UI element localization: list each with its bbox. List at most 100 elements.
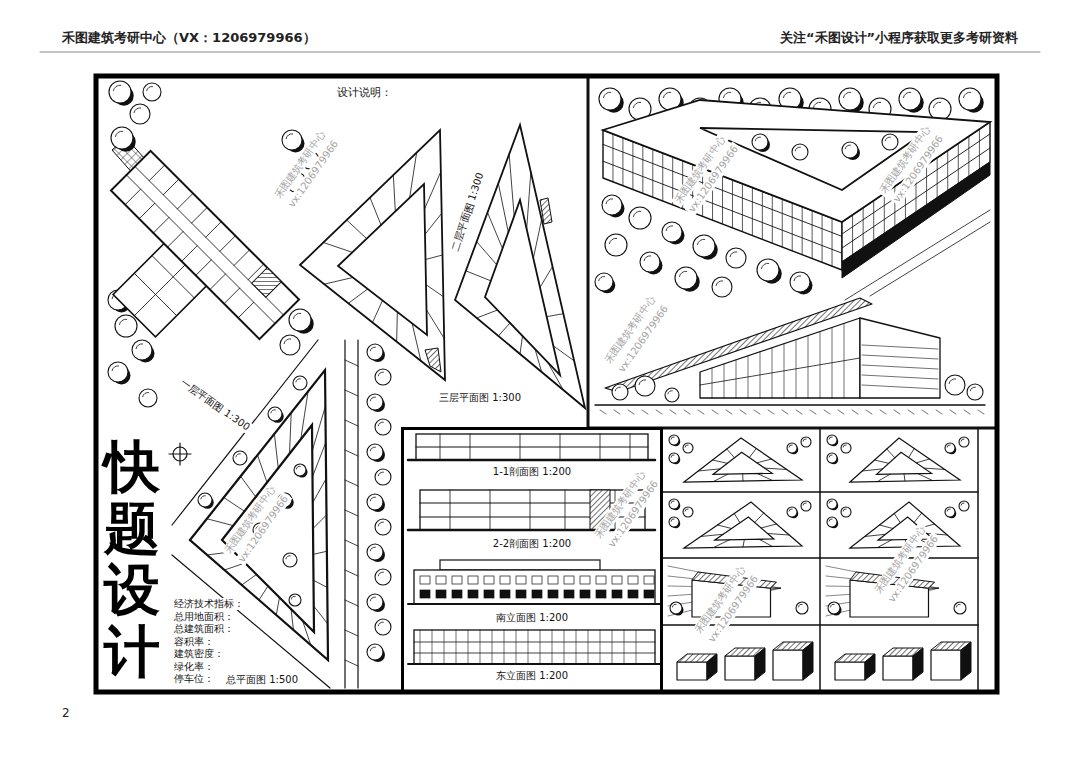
tree-detail <box>947 445 951 448</box>
tree-detail <box>271 410 276 414</box>
mullion <box>863 208 864 248</box>
tree-symbol <box>375 419 391 435</box>
ground-line <box>408 663 660 665</box>
tree-symbol <box>801 501 811 511</box>
tree-detail <box>803 439 807 442</box>
tree-detail <box>873 102 881 108</box>
room-partition <box>313 443 326 477</box>
road-mark <box>345 390 358 396</box>
room-partition <box>749 449 756 458</box>
room-partition <box>527 172 531 229</box>
room-partition <box>348 289 367 303</box>
analysis-sketch <box>835 642 971 680</box>
tree-detail <box>813 102 821 108</box>
tree-detail <box>296 379 301 383</box>
window <box>436 576 446 584</box>
room-partition <box>242 575 257 586</box>
grass-stroke <box>922 410 928 414</box>
mullion <box>444 630 445 664</box>
window <box>500 576 510 584</box>
tree-detail <box>956 604 960 607</box>
tree-detail <box>671 519 675 522</box>
north-arrow <box>169 454 191 455</box>
tree-symbol <box>787 507 797 517</box>
ground-line <box>870 222 990 296</box>
tree-detail <box>789 509 793 512</box>
mullion <box>492 630 493 664</box>
mullion <box>802 207 803 255</box>
tree-detail <box>639 380 646 385</box>
tree-detail <box>606 199 613 204</box>
header-text: 禾图建筑考研中心（VX：1206979966） <box>60 30 318 46</box>
room-partition <box>163 179 179 195</box>
tree-symbol <box>605 234 627 256</box>
tree-detail <box>644 256 651 261</box>
grass-stroke <box>684 410 690 414</box>
tree-symbol <box>959 88 981 110</box>
room-partition <box>196 260 212 276</box>
mullion <box>632 142 633 190</box>
window <box>628 576 638 584</box>
room-partition <box>207 519 233 526</box>
room-partition <box>553 346 574 361</box>
room-partition <box>206 222 222 238</box>
massing-side <box>707 654 717 680</box>
tree-symbol <box>139 389 157 407</box>
grass-stroke <box>768 410 774 414</box>
room-partition <box>426 255 443 260</box>
tree-symbol <box>132 340 152 360</box>
analysis-sketch <box>827 499 969 548</box>
road-mark <box>345 570 358 576</box>
grass-stroke <box>642 410 648 414</box>
mullion <box>722 176 723 224</box>
road-mark <box>345 660 358 666</box>
mullion <box>480 630 481 664</box>
grass-stroke <box>698 410 704 414</box>
tree-symbol <box>882 134 898 150</box>
tree-symbol <box>130 104 150 124</box>
tree-detail <box>947 509 951 512</box>
mullion <box>873 201 874 241</box>
floor-band <box>862 385 938 389</box>
plan-bar <box>111 151 299 339</box>
plan-outline <box>684 438 802 482</box>
window <box>564 590 574 598</box>
elevation-outline <box>414 630 655 664</box>
room-partition <box>259 586 268 600</box>
mullion <box>852 215 853 255</box>
tree-symbol <box>683 443 693 453</box>
analysis-sketch <box>669 435 811 482</box>
mullion <box>832 218 833 266</box>
tree-detail <box>829 519 833 522</box>
tree-symbol <box>367 544 383 560</box>
tree-symbol <box>294 464 306 476</box>
tree-symbol <box>283 553 297 567</box>
section-wall <box>470 434 471 460</box>
mullion <box>792 203 793 251</box>
tree-symbol <box>612 384 628 400</box>
mullion <box>468 630 469 664</box>
window <box>516 576 526 584</box>
road-mark <box>345 360 358 366</box>
mullion <box>752 188 753 236</box>
tree-detail <box>286 134 293 139</box>
room-partition <box>291 609 294 630</box>
massing-box <box>725 656 755 680</box>
massing-side <box>803 642 813 680</box>
massing-box <box>677 662 707 680</box>
tree-detail <box>663 92 671 98</box>
tree-symbol <box>841 443 851 453</box>
tree-symbol <box>828 602 840 614</box>
tree-detail <box>843 509 847 512</box>
stair <box>425 348 441 372</box>
tree-symbol <box>233 451 247 465</box>
room-partition <box>425 172 441 210</box>
road-mark <box>345 630 358 636</box>
window <box>628 590 638 598</box>
tree-detail <box>378 572 384 576</box>
window <box>436 590 446 598</box>
tree-symbol <box>669 517 679 527</box>
tree-detail <box>370 347 376 351</box>
mullion <box>968 136 969 176</box>
mullion <box>958 143 959 183</box>
